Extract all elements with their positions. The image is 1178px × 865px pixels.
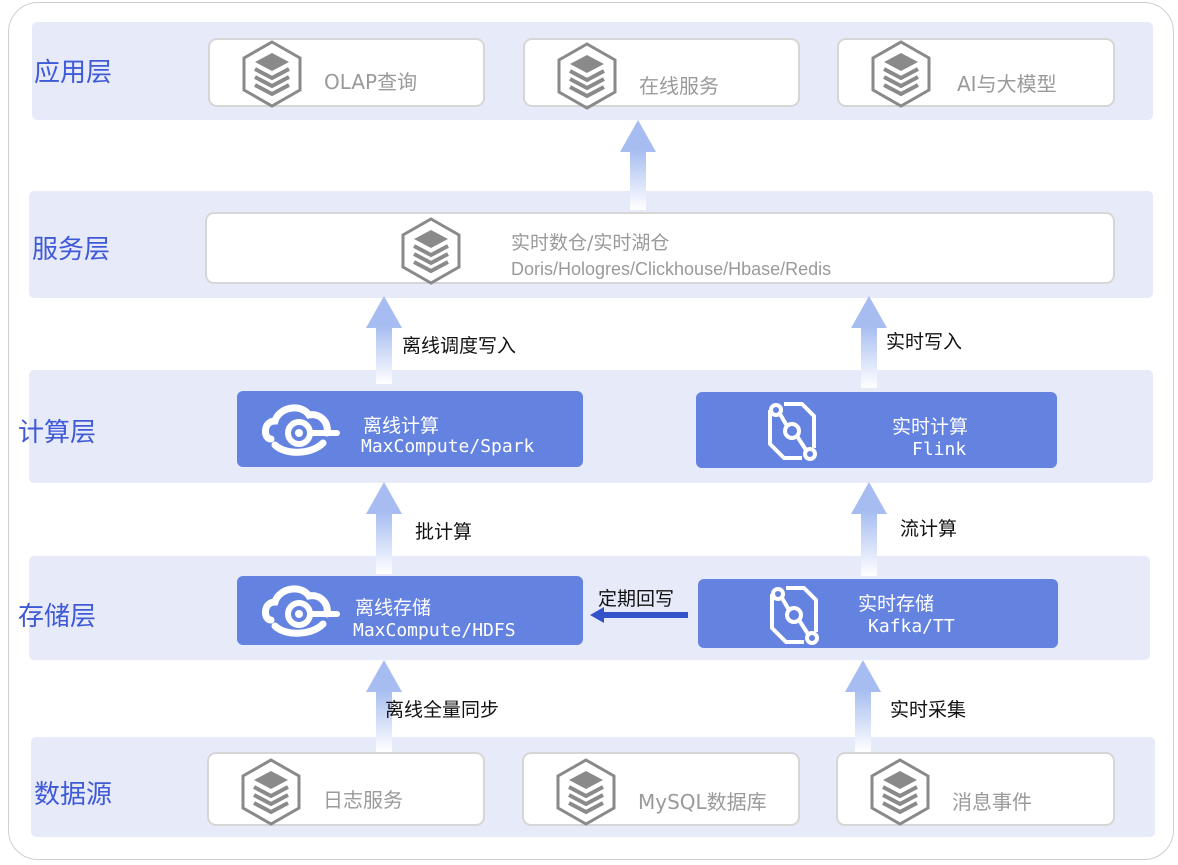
flow-label-writeback: 定期回写 bbox=[598, 588, 675, 610]
app-card-olap: OLAP查询 bbox=[208, 38, 485, 108]
layers-stack-icon bbox=[557, 42, 617, 110]
realtime-compute-block: 实时计算 Flink bbox=[696, 392, 1057, 468]
realtime-storage-block: 实时存储 Kafka/TT bbox=[698, 579, 1058, 648]
layers-stack-icon bbox=[871, 40, 931, 108]
service-card-title: 实时数仓/实时湖仓 bbox=[511, 232, 670, 254]
source-card-log: 日志服务 bbox=[207, 752, 485, 826]
offline-storage-subtitle: MaxCompute/HDFS bbox=[353, 620, 516, 641]
flow-label-realtime-write: 实时写入 bbox=[886, 331, 963, 353]
app-card-ai: AI与大模型 bbox=[837, 38, 1115, 108]
flow-label-full-sync: 离线全量同步 bbox=[385, 699, 500, 721]
flow-arrow-source-to-offline-storage bbox=[366, 660, 402, 752]
flow-arrow-service-to-app bbox=[620, 120, 656, 210]
flow-label-offline-write: 离线调度写入 bbox=[402, 335, 517, 357]
layers-stack-icon bbox=[242, 40, 302, 108]
service-card: 实时数仓/实时湖仓 Doris/Hologres/Clickhouse/Hbas… bbox=[205, 212, 1115, 285]
layer-label-storage: 存储层 bbox=[18, 602, 97, 632]
layers-stack-icon bbox=[556, 758, 616, 826]
source-card-msg-label: 消息事件 bbox=[952, 790, 1032, 814]
realtime-compute-subtitle: Flink bbox=[912, 439, 967, 460]
cloud-eye-icon bbox=[261, 580, 341, 640]
flow-label-realtime-collect: 实时采集 bbox=[890, 699, 967, 721]
app-card-ai-label: AI与大模型 bbox=[957, 72, 1057, 96]
app-card-olap-label: OLAP查询 bbox=[324, 70, 418, 94]
offline-storage-block: 离线存储 MaxCompute/HDFS bbox=[237, 576, 583, 645]
flow-arrow-realtime-storage-to-compute bbox=[851, 482, 887, 576]
stream-nodes-icon bbox=[770, 586, 819, 645]
app-card-online-label: 在线服务 bbox=[639, 74, 719, 98]
flow-arrow-offline-compute-to-service bbox=[366, 296, 402, 384]
offline-compute-subtitle: MaxCompute/Spark bbox=[361, 436, 535, 457]
source-card-msg: 消息事件 bbox=[836, 752, 1115, 826]
flow-label-batch: 批计算 bbox=[415, 521, 473, 543]
offline-storage-title: 离线存储 bbox=[355, 597, 432, 619]
stream-nodes-icon bbox=[768, 402, 817, 461]
layer-label-service: 服务层 bbox=[32, 235, 111, 265]
source-card-mysql-label: MySQL数据库 bbox=[638, 790, 767, 814]
cloud-eye-icon bbox=[261, 399, 341, 459]
layer-label-app: 应用层 bbox=[34, 58, 113, 88]
offline-compute-block: 离线计算 MaxCompute/Spark bbox=[237, 391, 583, 467]
source-card-mysql: MySQL数据库 bbox=[522, 752, 800, 826]
realtime-storage-subtitle: Kafka/TT bbox=[868, 616, 955, 637]
layers-stack-icon bbox=[401, 217, 461, 285]
writeback-arrow bbox=[590, 607, 688, 623]
app-card-online: 在线服务 bbox=[523, 38, 800, 110]
flow-arrow-source-to-realtime-storage bbox=[845, 660, 881, 752]
layer-label-source: 数据源 bbox=[34, 780, 113, 810]
layers-stack-icon bbox=[241, 758, 301, 826]
realtime-storage-title: 实时存储 bbox=[858, 593, 935, 615]
layer-label-compute: 计算层 bbox=[18, 418, 97, 448]
layers-stack-icon bbox=[870, 758, 930, 826]
realtime-compute-title: 实时计算 bbox=[892, 416, 969, 438]
flow-arrow-realtime-compute-to-service bbox=[851, 296, 887, 388]
flow-arrow-offline-storage-to-compute bbox=[366, 482, 402, 574]
service-card-subtitle: Doris/Hologres/Clickhouse/Hbase/Redis bbox=[511, 259, 832, 279]
offline-compute-title: 离线计算 bbox=[363, 415, 440, 437]
source-card-log-label: 日志服务 bbox=[323, 788, 403, 812]
flow-label-stream: 流计算 bbox=[900, 518, 958, 540]
